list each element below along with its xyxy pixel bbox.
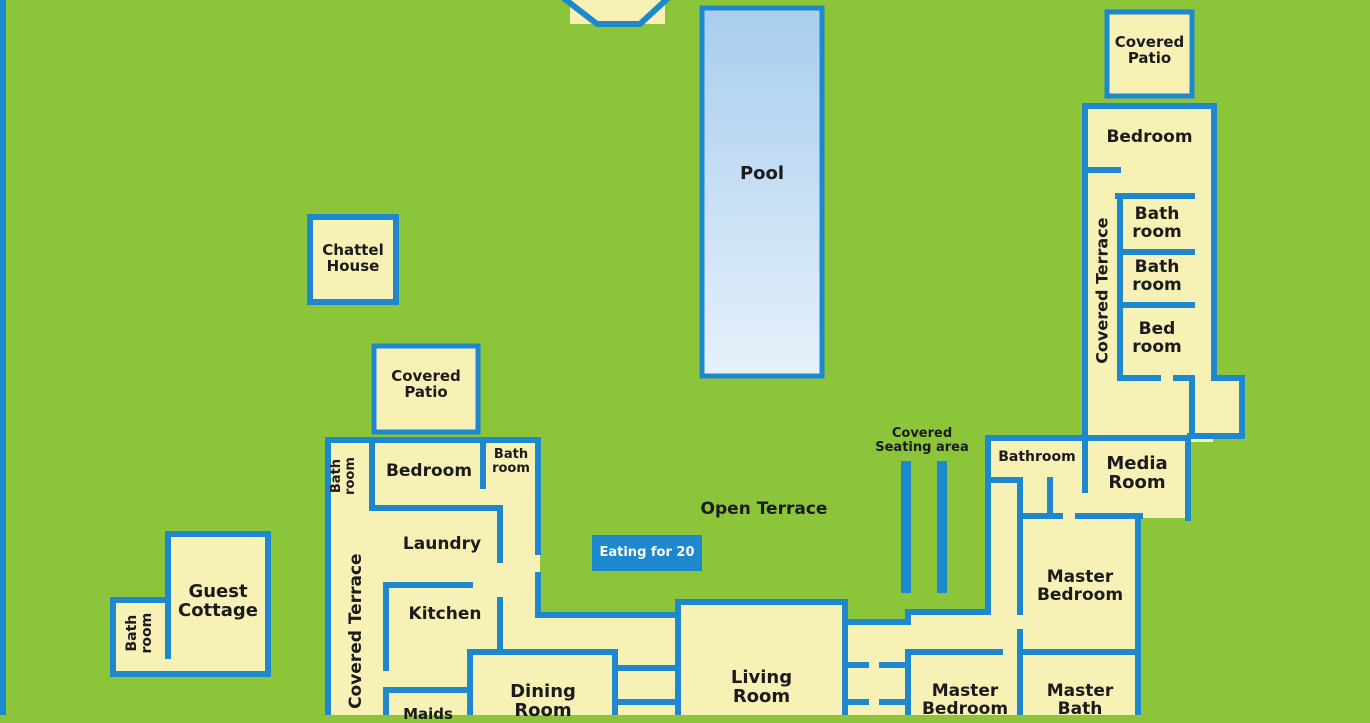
guest-cottage-label: Guest Cottage: [177, 581, 259, 622]
chattel-house-wall: [307, 214, 399, 305]
laundry-label: Laundry: [402, 534, 482, 554]
pool-water: [699, 5, 825, 379]
south-block-top-wall: [842, 609, 991, 625]
covered-seating-area-label: Covered Seating area: [875, 426, 969, 456]
master-bath-label: Master Bath: [1046, 681, 1114, 720]
covered-patio-north-fill: [1108, 13, 1191, 95]
covered-terrace-west-label: Covered Terrace: [345, 553, 366, 709]
bath-room-west-b-label: Bath room: [492, 447, 530, 477]
living-room-fill: [678, 602, 845, 715]
west-link-top-wall: [535, 572, 681, 618]
east-wing-outer-wall: [1082, 103, 1245, 451]
bath-room-east-a-label: Bath room: [1132, 204, 1182, 243]
guest-bath-fill: [113, 600, 168, 674]
north-pavilion-wall: [561, 0, 671, 27]
bath-room-east-b-label: Bath room: [1132, 257, 1182, 296]
kitchen-label: Kitchen: [408, 604, 482, 624]
dining-room-label: Dining Room: [510, 681, 576, 722]
bedroom-east-label: Bedroom: [1106, 127, 1193, 147]
guest-cottage-wall: [110, 531, 271, 677]
covered-patio-west-fill: [374, 346, 478, 432]
covered-terrace-east-label: Covered Terrace: [1092, 217, 1112, 364]
master-bedroom-lower-label: Master Bedroom: [921, 681, 1009, 720]
master-bedroom-upper-label: Master Bedroom: [1036, 567, 1124, 606]
media-room-label: Media Room: [1106, 453, 1168, 494]
covered-patio-west-label: Covered Patio: [391, 367, 461, 402]
covered-patio-north-label: Covered Patio: [1114, 33, 1185, 68]
dining-room-wall: [467, 649, 618, 715]
chattel-house-label: Chattel House: [322, 241, 384, 276]
chattel-house-fill: [310, 217, 396, 302]
maids-label: Maids: [403, 705, 453, 723]
walls: [0, 0, 1245, 715]
bathroom-east-label: Bathroom: [998, 449, 1076, 465]
living-room-label: Living Room: [730, 667, 793, 708]
guest-cottage-fill: [166, 534, 268, 674]
living-room-wall: [675, 599, 848, 715]
east-wing-annex-fill: [1190, 378, 1242, 436]
bed-room-east-label: Bed room: [1132, 319, 1182, 358]
bath-room-west-a-label: Bath room: [328, 457, 358, 495]
open-terrace-label: Open Terrace: [700, 499, 828, 519]
covered-patio-west-wall: [371, 343, 481, 435]
west-wing-fill: [328, 440, 540, 715]
covered-patio-north-wall: [1104, 9, 1195, 99]
west-wing-outer-wall: [325, 437, 541, 715]
guest-bath-room-label: Bath room: [123, 612, 155, 654]
eating-for-20-badge: Eating for 20: [592, 535, 702, 571]
pool-label: Pool: [739, 163, 785, 184]
bedroom-west-label: Bedroom: [385, 461, 473, 481]
building-fills: [113, 0, 1242, 715]
south-block-fill: [908, 612, 1140, 715]
east-link-fill: [988, 480, 1020, 612]
